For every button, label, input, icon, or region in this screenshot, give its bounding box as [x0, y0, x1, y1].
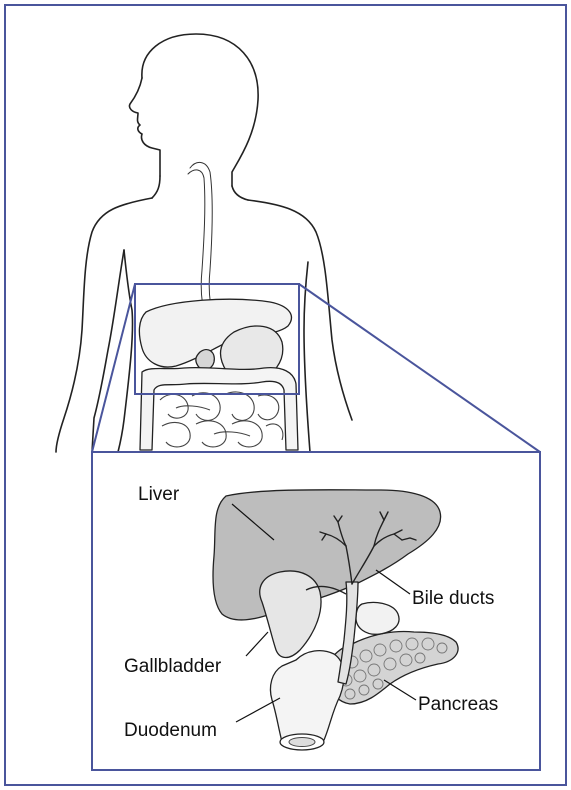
bile-ducts-label: Bile ducts — [412, 588, 494, 609]
duodenum-label: Duodenum — [124, 720, 217, 741]
pancreas-label: Pancreas — [418, 694, 498, 715]
zoom-line-right — [299, 284, 540, 452]
liver-label: Liver — [138, 484, 180, 505]
abdominal-organs — [139, 299, 298, 450]
gallbladder-small — [196, 350, 214, 370]
left-inner-arm — [92, 250, 124, 452]
left-shoulder-arm — [56, 198, 152, 452]
esophagus-inner — [188, 170, 206, 318]
small-intestine — [160, 392, 283, 447]
duodenum-lumen — [289, 738, 315, 747]
gallbladder-label: Gallbladder — [124, 656, 222, 677]
body-outline — [56, 34, 352, 452]
stomach-tube — [356, 602, 399, 634]
neck-front — [152, 176, 160, 198]
colon — [140, 368, 298, 450]
left-torso-side — [118, 250, 133, 452]
neck-back — [232, 186, 248, 200]
zoom-line-left — [92, 284, 135, 452]
face-profile — [129, 78, 160, 176]
